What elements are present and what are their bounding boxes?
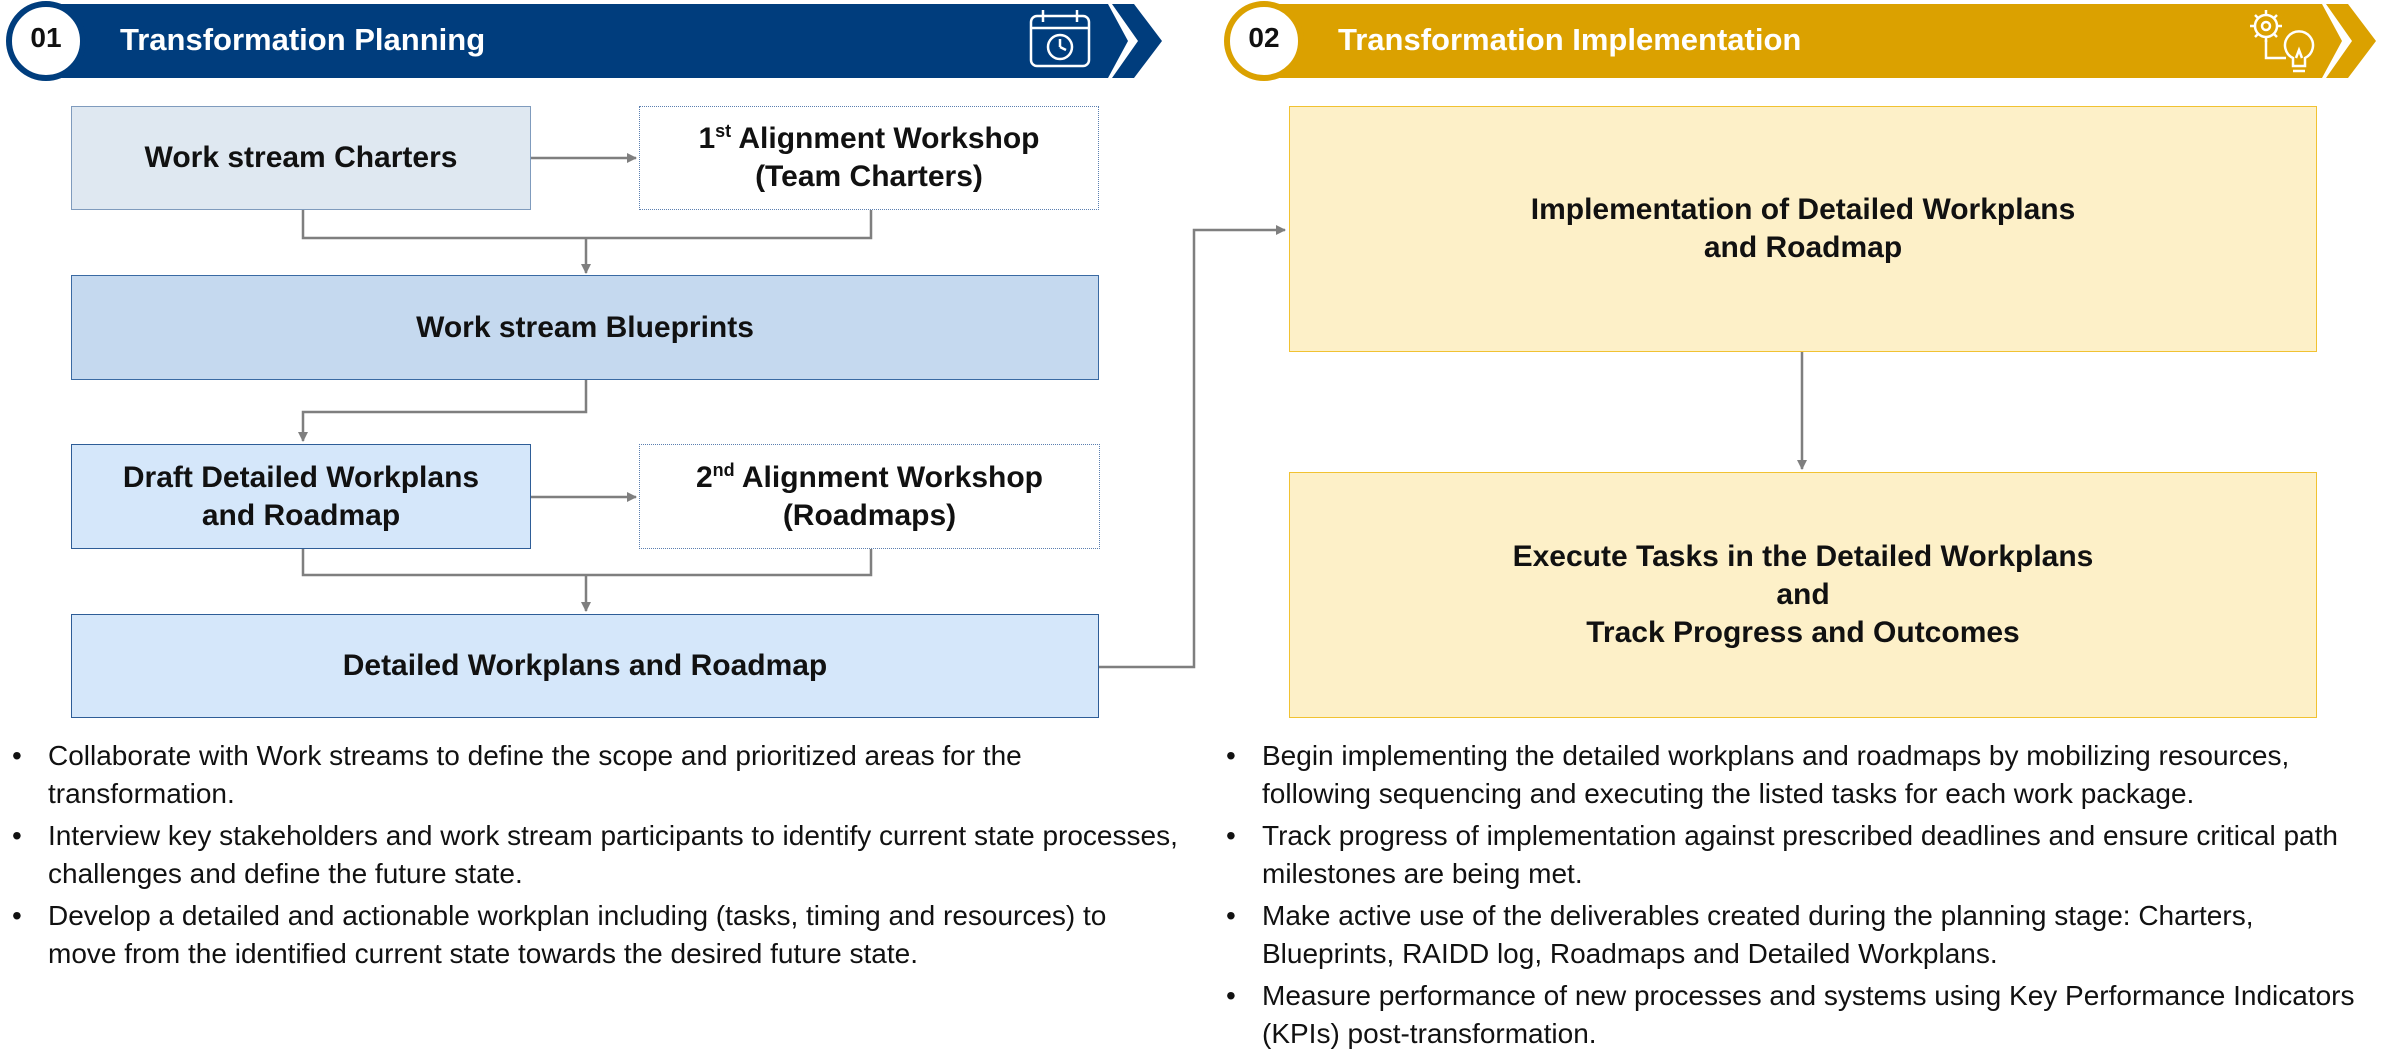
work-stream-charters-label: Work stream Charters (144, 141, 458, 174)
alignment-workshop-2-box: 2nd Alignment Workshop (Roadmaps) (639, 444, 1100, 549)
arrow-blueprints-to-draft (298, 380, 588, 442)
header-banners (6, 1, 2376, 81)
planning-step-number: 01 (30, 22, 62, 53)
workshop2-ordinal: 2 (695, 460, 713, 494)
planning-bullet: •Collaborate with Work streams to define… (12, 740, 1022, 809)
detailed-workplans-box: Detailed Workplans and Roadmap (71, 614, 1099, 718)
planning-number-circle (6, 1, 86, 81)
implementation-banner (1275, 4, 2342, 78)
planning-bullets: •Collaborate with Work streams to define… (10, 737, 1180, 977)
planning-banner-chevron (1112, 4, 1162, 78)
implementation-number-circle (1224, 1, 1304, 81)
draft-workplans-box: Draft Detailed Workplans and Roadmap (71, 444, 531, 549)
implementation-box: Implementation of Detailed Workplans and… (1289, 106, 2317, 352)
execute-line1: Execute Tasks in the Detailed Workplans (1512, 540, 2094, 573)
implementation-line2: and Roadmap (1703, 231, 1903, 264)
workshop1-subtitle: (Team Charters) (755, 160, 983, 193)
planning-bullet-text: Develop a detailed and actionable workpl… (48, 900, 1107, 969)
workshop1-ordinal-suffix: st (715, 121, 732, 141)
implementation-banner-chevron (2326, 4, 2376, 78)
workshop1-title: Alignment Workshop (731, 122, 1040, 155)
alignment-workshop-1-box: 1st Alignment Workshop (Team Charters) (639, 106, 1099, 210)
implementation-bullet-text: Make active use of the deliverables crea… (1262, 900, 2254, 969)
implementation-bullet: •Begin implementing the detailed workpla… (1226, 740, 2290, 809)
execute-line3: Track Progress and Outcomes (1586, 616, 2020, 649)
gear-lightbulb-icon (2250, 10, 2315, 73)
arrow-planning-to-implementation (1098, 225, 1286, 669)
planning-bullet-text: Interview key stakeholders and work stre… (48, 820, 1178, 889)
implementation-bullets: •Begin implementing the detailed workpla… (1224, 737, 2374, 1057)
implementation-bullet: •Track progress of implementation agains… (1226, 820, 2338, 889)
implementation-step-number: 02 (1248, 22, 1280, 53)
implementation-bullet-text: Track progress of implementation against… (1262, 820, 2338, 889)
detailed-workplans-label: Detailed Workplans and Roadmap (342, 649, 828, 682)
draft-workplans-line2: and Roadmap (201, 498, 401, 532)
work-stream-blueprints-label: Work stream Blueprints (416, 310, 754, 344)
implementation-bullet: •Measure performance of new processes an… (1226, 980, 2355, 1049)
implementation-bullet-text: Measure performance of new processes and… (1262, 980, 2355, 1049)
execute-tasks-box: Execute Tasks in the Detailed Workplans … (1289, 472, 2317, 718)
workshop2-title: Alignment Workshop (734, 460, 1044, 494)
bracket-stage2 (301, 549, 873, 577)
work-stream-blueprints-box: Work stream Blueprints (71, 275, 1099, 380)
execute-line2: and (1776, 578, 1830, 611)
draft-workplans-line1: Draft Detailed Workplans (122, 460, 480, 494)
implementation-bullet-text: Begin implementing the detailed workplan… (1262, 740, 2290, 809)
calendar-clock-icon (1029, 10, 1091, 68)
workshop2-subtitle: (Roadmaps) (782, 498, 957, 532)
planning-title: Transformation Planning (120, 22, 486, 57)
planning-bullet: •Develop a detailed and actionable workp… (12, 900, 1107, 969)
implementation-line1: Implementation of Detailed Workplans (1530, 193, 2076, 226)
workshop1-ordinal: 1 (698, 122, 716, 155)
bracket-stage1 (301, 210, 873, 240)
work-stream-charters-box: Work stream Charters (71, 106, 531, 210)
planning-banner (55, 4, 1128, 78)
planning-bullet: •Interview key stakeholders and work str… (12, 820, 1178, 889)
planning-bullet-text: Collaborate with Work streams to define … (48, 740, 1022, 809)
implementation-title: Transformation Implementation (1338, 22, 1802, 57)
implementation-bullet: •Make active use of the deliverables cre… (1226, 900, 2254, 969)
workshop2-ordinal-suffix: nd (712, 459, 735, 480)
